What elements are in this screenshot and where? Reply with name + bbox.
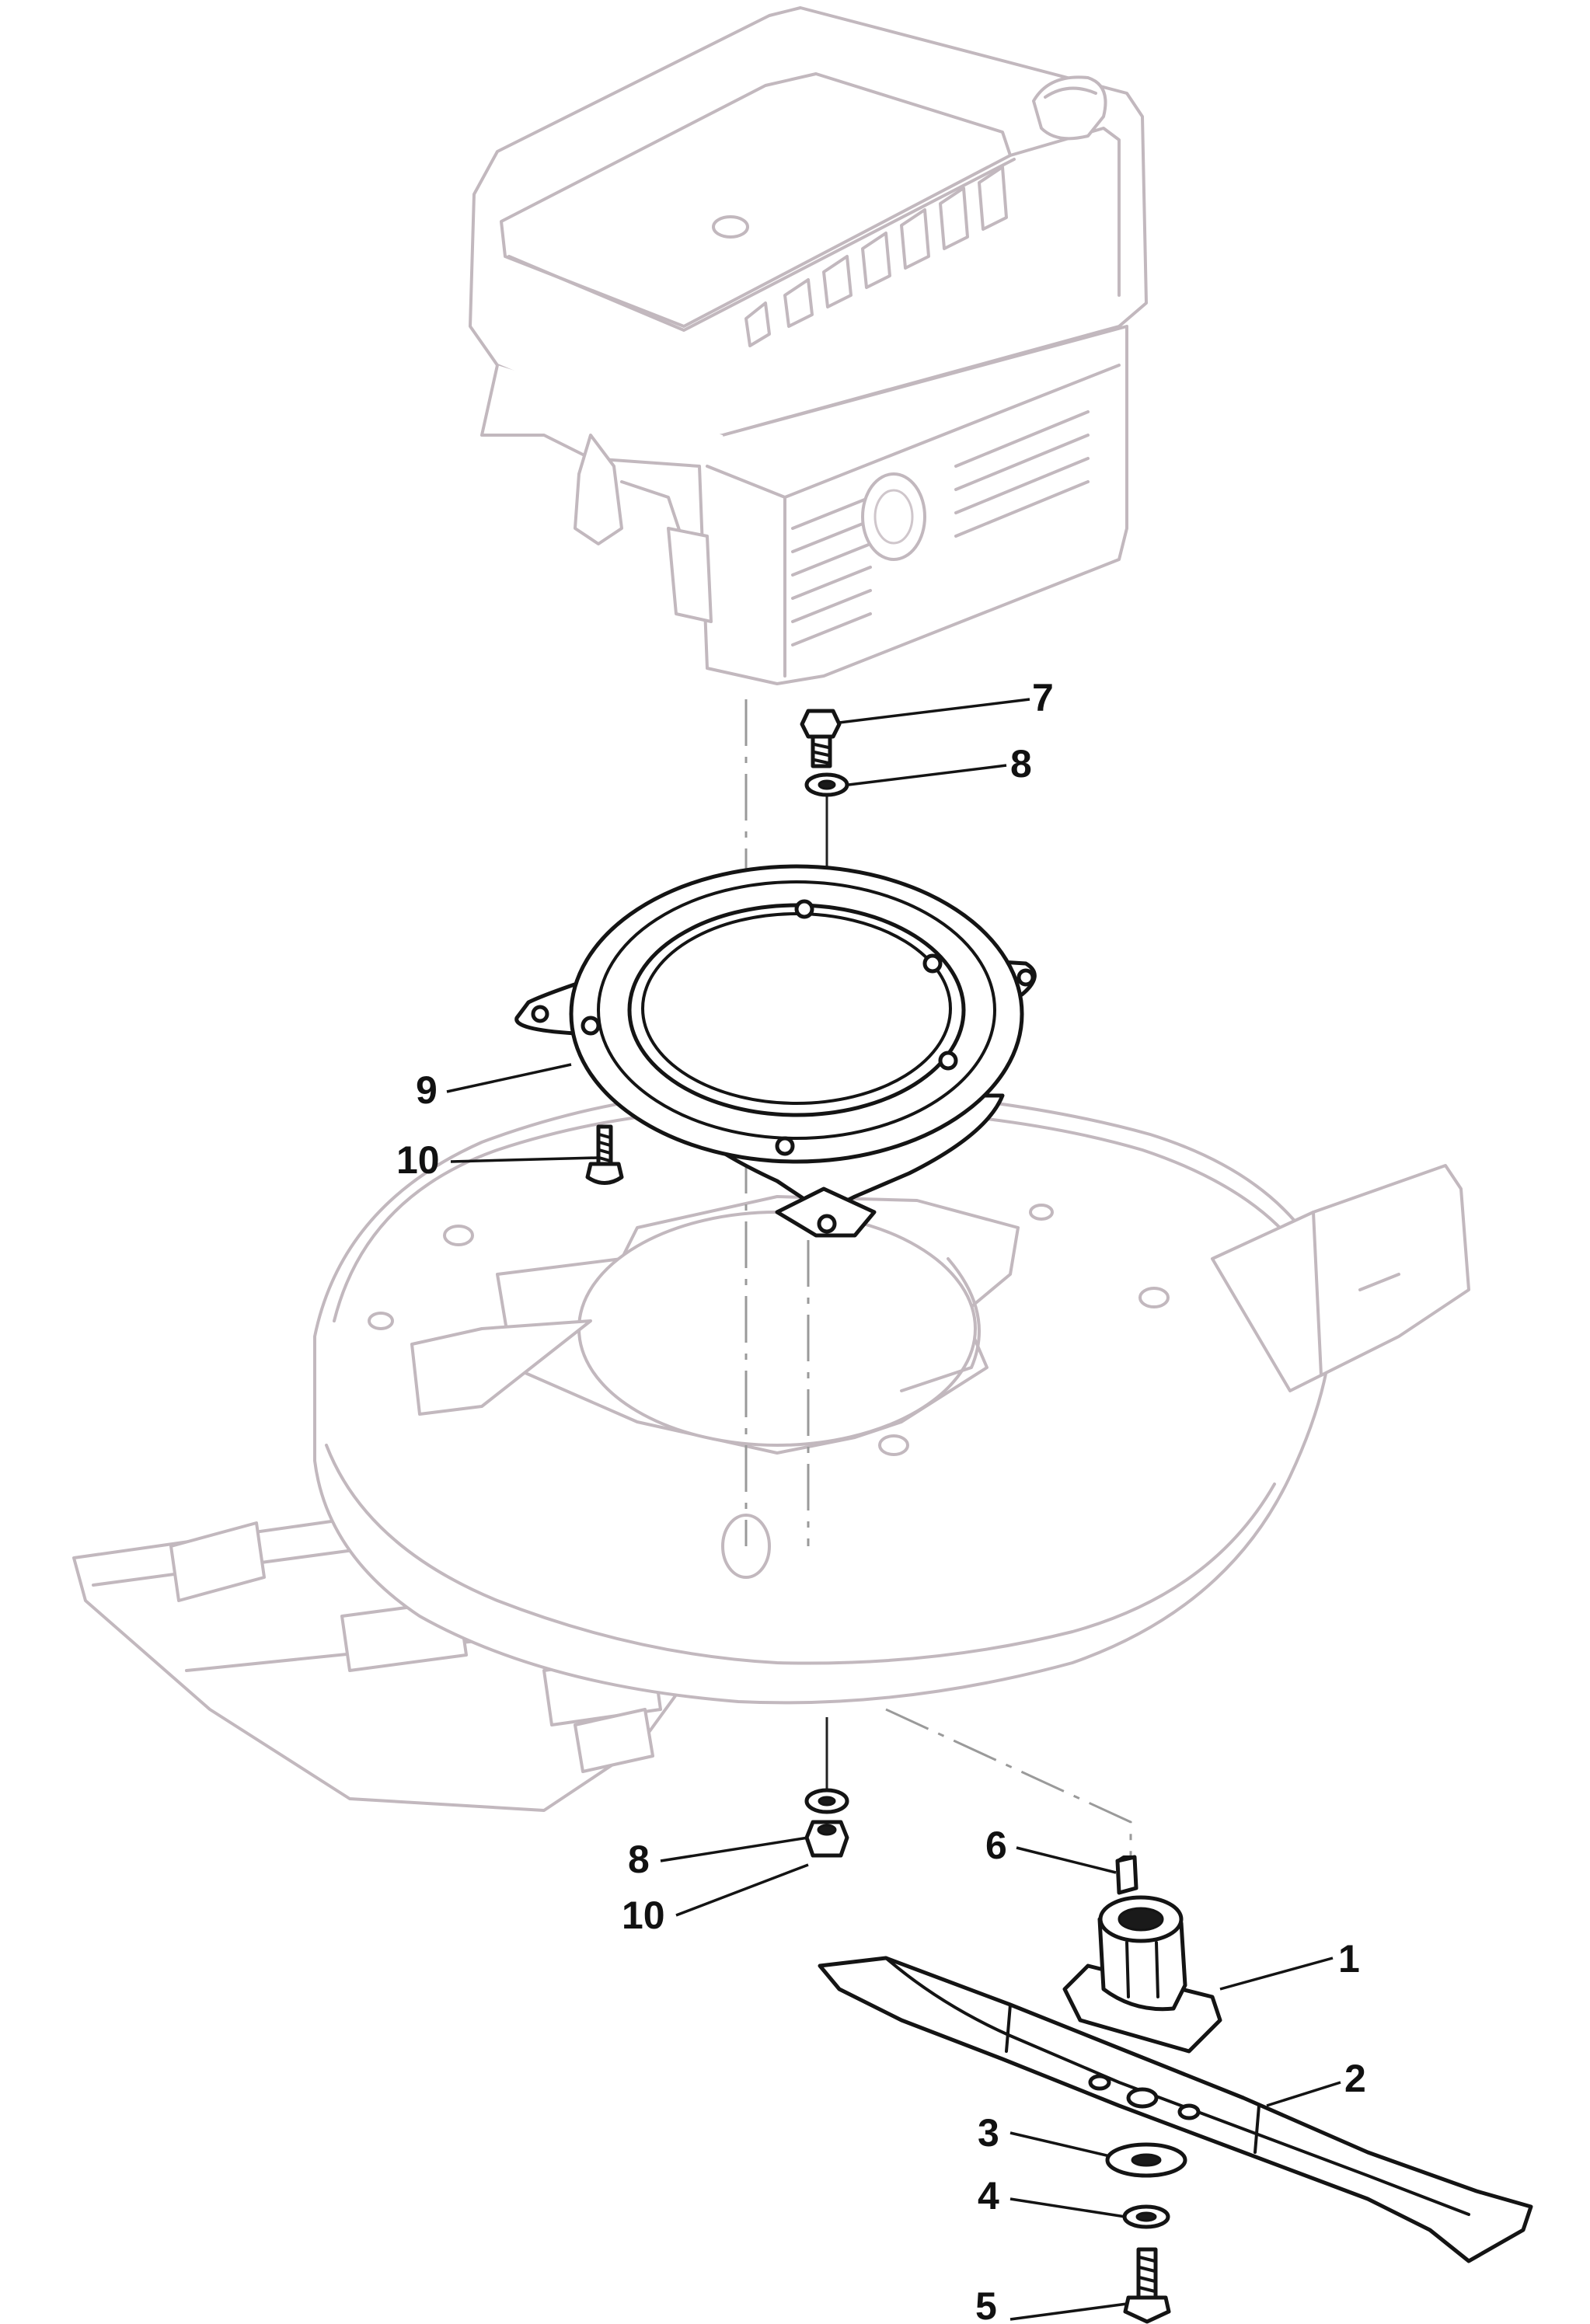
cutting-blade xyxy=(818,1956,1533,2263)
engine-spacer-flange xyxy=(514,864,1037,1238)
callout-5: 5 xyxy=(975,2284,997,2324)
callout-2: 2 xyxy=(1344,2057,1366,2100)
shaft-key xyxy=(1115,1855,1138,1895)
blade-washer-small xyxy=(1122,2204,1170,2229)
callout-8: 8 xyxy=(1010,742,1032,786)
flange-bolt xyxy=(585,1124,624,1185)
leader-lines xyxy=(446,698,1341,2321)
mower-deck-illustration xyxy=(72,1085,1470,1812)
top-washer xyxy=(804,772,849,797)
top-bolt xyxy=(800,709,842,768)
engine-illustration xyxy=(469,6,1148,685)
callout-9: 9 xyxy=(416,1068,438,1112)
callout-10: 10 xyxy=(622,1894,665,1937)
callout-4: 4 xyxy=(978,2174,999,2218)
callout-labels: 7 8 9 10 8 10 6 1 2 3 4 5 xyxy=(396,676,1366,2324)
blade-bolt xyxy=(1123,2247,1171,2324)
lower-nut xyxy=(804,1820,849,1858)
lower-washer xyxy=(804,1788,849,1814)
blade-hub xyxy=(1062,1895,1222,2054)
callout-7: 7 xyxy=(1032,676,1054,719)
callout-1: 1 xyxy=(1338,1937,1360,1981)
callout-10: 10 xyxy=(396,1138,440,1182)
callout-6: 6 xyxy=(985,1824,1007,1867)
callout-8: 8 xyxy=(628,1838,650,1881)
callout-3: 3 xyxy=(978,2111,999,2155)
blade-washer-large xyxy=(1105,2142,1187,2178)
